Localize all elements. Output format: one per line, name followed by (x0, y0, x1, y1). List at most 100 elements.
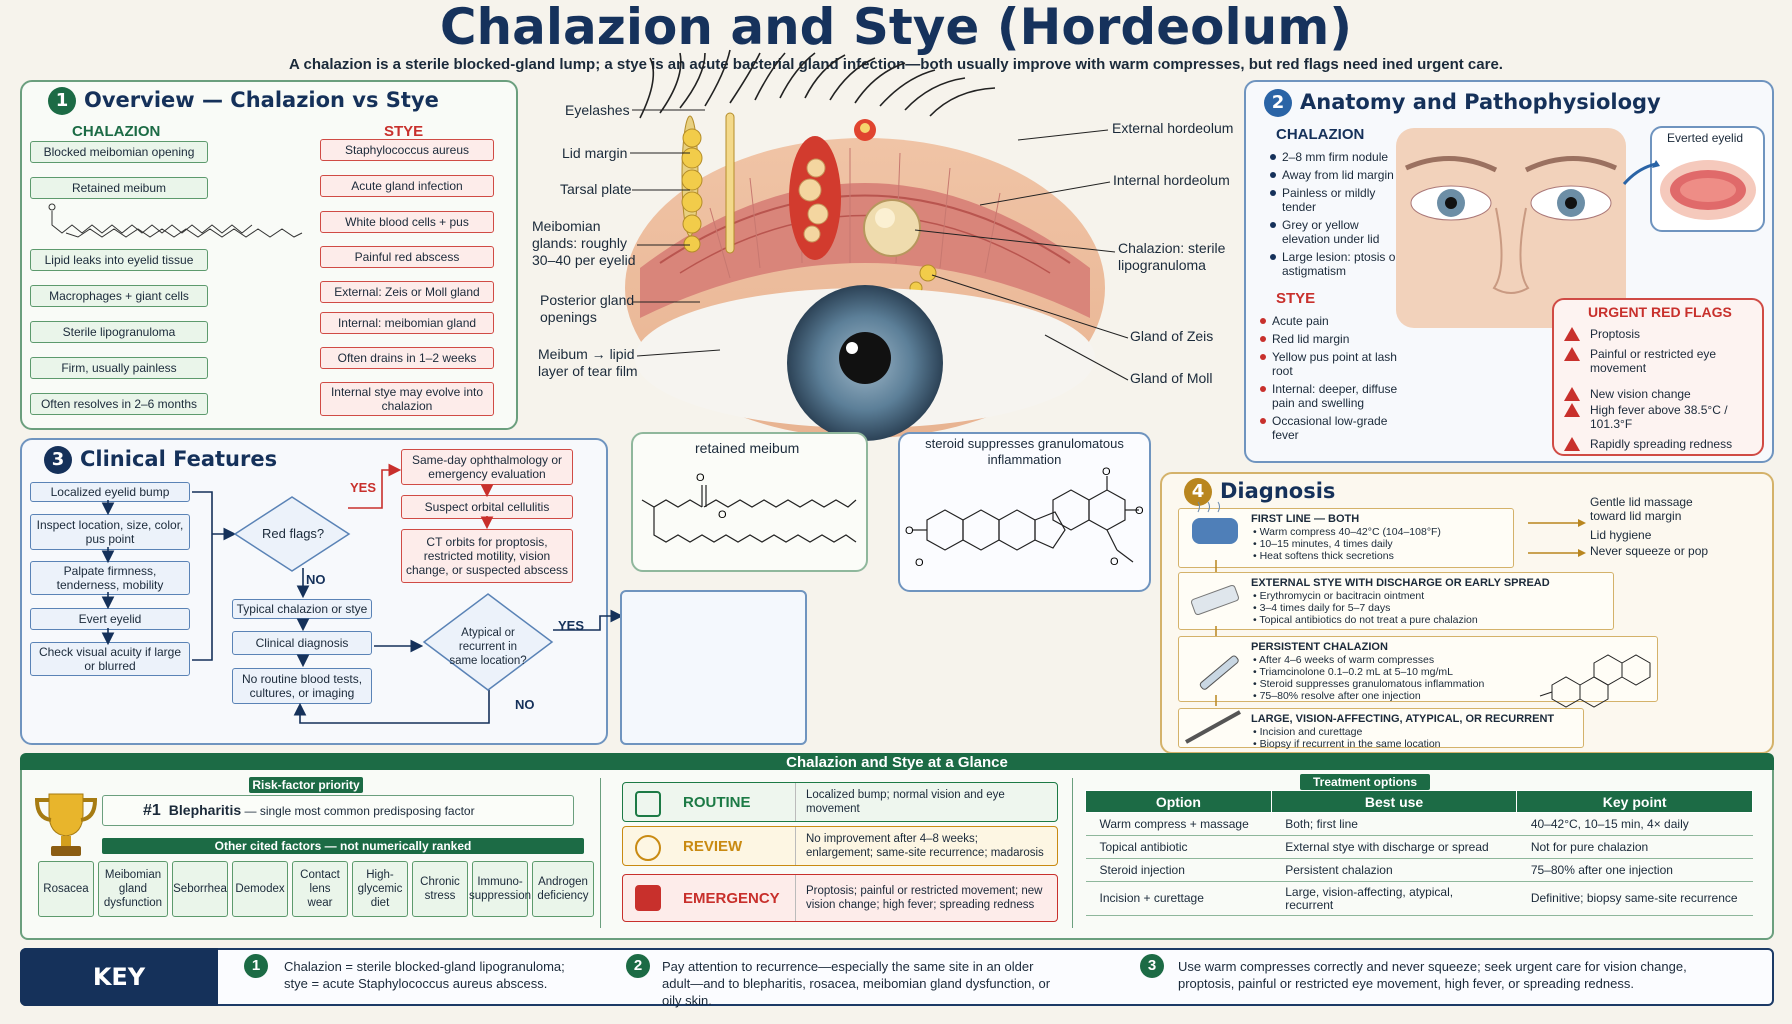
illustration-left-label: Meibum → lipid layer of tear film (538, 346, 638, 379)
chalazion-step: Macrophages + giant cells (30, 285, 208, 307)
treatment-step-title: FIRST LINE — BOTH (1251, 513, 1360, 525)
typical-step: No routine blood tests, cultures, or ima… (232, 668, 372, 704)
illustration-left-label: Meibomian glands: roughly 30–40 per eyel… (532, 218, 636, 268)
anatomy-stye-item: Red lid margin (1258, 332, 1408, 346)
takeaway-text: Chalazion = sterile blocked-gland lipogr… (284, 959, 565, 991)
overview-stye-head: STYE (384, 123, 424, 140)
illustration-right-label: Internal hordeolum (1113, 172, 1230, 188)
illustration-left-label: Tarsal plate (560, 181, 632, 197)
treatment-step-item: After 4–6 weeks of warm compresses (1253, 654, 1484, 666)
svg-text:O: O (915, 557, 924, 569)
urgent-step: CT orbits for proptosis, restricted moti… (401, 529, 573, 583)
stye-step: Internal stye may evolve into chalazion (320, 382, 494, 416)
anatomy-chalazion-item: Large lesion: ptosis or astigmatism (1268, 250, 1403, 278)
treatment-table-cell: Steroid injection (1085, 858, 1272, 882)
face-eyes-illustration (1396, 128, 1626, 328)
treatment-table-cell: 75–80% after one injection (1516, 858, 1753, 882)
treatment-step-item: Erythromycin or bacitracin ointment (1253, 590, 1478, 602)
review-clock-icon (635, 835, 661, 861)
treatment-step-list: Incision and curettageBiopsy if recurren… (1253, 726, 1441, 750)
treatment-step-item: Warm compress 40–42°C (104–108°F) (1253, 526, 1441, 538)
risk-factor-chip: Immuno-suppression (469, 861, 531, 917)
chalazion-step: Often resolves in 2–6 months (30, 393, 208, 415)
risk-factor-chip: Meibomian gland dysfunction (98, 861, 168, 917)
glance-banner (20, 753, 1774, 773)
treatment-step-item: Triamcinolone 0.1–0.2 mL at 5–10 mg/mL (1253, 666, 1484, 678)
treatment-step: EXTERNAL STYE WITH DISCHARGE OR EARLY SP… (1178, 572, 1614, 630)
atypical-decision-diamond (422, 593, 554, 691)
takeaway-number: 2 (626, 954, 650, 978)
diagnosis-side-note: Never squeeze or pop (1590, 544, 1709, 558)
treatment-table-cell: 40–42°C, 10–15 min, 4× daily (1516, 812, 1753, 836)
everted-eyelid-arrow (1622, 160, 1660, 185)
risk-factor-chip: Seborrhea (172, 861, 228, 917)
treatment-step-list: Warm compress 40–42°C (104–108°F)10–15 m… (1253, 526, 1441, 562)
treatment-table-cell: Not for pure chalazion (1516, 835, 1753, 859)
treatment-step: LARGE, VISION-AFFECTING, ATYPICAL, OR RE… (1178, 708, 1584, 750)
treatment-step-title: PERSISTENT CHALAZION (1251, 641, 1388, 653)
top-factor-desc: — single most common predisposing factor (241, 804, 475, 818)
overview-molecule-chain (48, 203, 303, 238)
treatment-step-item: Heat softens thick secretions (1253, 550, 1441, 562)
red-flag-text: Proptosis (1590, 327, 1641, 341)
warning-icon (1564, 327, 1580, 341)
warning-icon (1564, 403, 1580, 417)
emergency-ambulance-icon (635, 885, 661, 911)
overview-chalazion-head: CHALAZION (72, 123, 161, 140)
svg-text:O: O (718, 509, 727, 521)
anatomy-stye-item: Occasional low-grade fever (1258, 414, 1408, 442)
atypical-no: NO (515, 697, 535, 712)
red-flag-item: Painful or restricted eye movement (1564, 347, 1760, 375)
triage-text: Proptosis; painful or restricted movemen… (795, 875, 1045, 921)
stye-step: Painful red abscess (320, 246, 494, 268)
anatomy-chalazion-item: 2–8 mm firm nodule (1268, 150, 1403, 164)
warning-icon (1564, 347, 1580, 361)
treatment-step-item: 3–4 times daily for 5–7 days (1253, 602, 1478, 614)
atypical-yes: YES (558, 618, 585, 633)
treatment-table-cell: Persistent chalazion (1271, 858, 1517, 882)
red-flags-yes: YES (350, 480, 377, 495)
anatomy-chalazion-item: Away from lid margin (1268, 168, 1403, 182)
illustration-right-label: External hordeolum (1112, 120, 1234, 136)
takeaways-label: KEY TAKEAWAYS (20, 948, 218, 1024)
everted-eyelid-label: Everted eyelid (1667, 131, 1744, 145)
atypical-pathway-box (620, 590, 807, 745)
red-flags-no: NO (306, 572, 326, 587)
svg-text:O: O (696, 472, 705, 484)
page-title: Chalazion and Stye (Hordeolum) (439, 0, 1353, 56)
red-flag-text: Rapidly spreading redness (1590, 437, 1733, 451)
red-flags-head: URGENT RED FLAGS (1588, 304, 1732, 320)
anatomy-stye-item: Acute pain (1258, 314, 1408, 328)
diagnosis-number: 4 (1184, 478, 1212, 506)
red-flag-text: Painful or restricted eye movement (1590, 347, 1717, 375)
risk-factor-chip: High-glycemic diet (352, 861, 408, 917)
treatment-step-item: Steroid suppresses granulomatous inflamm… (1253, 678, 1485, 690)
clinical-step: Palpate firmness, tenderness, mobility (30, 561, 190, 595)
anatomy-chalazion-head: CHALAZION (1276, 126, 1365, 143)
red-flag-text: High fever above 38.5°C / 101.3°F (1590, 403, 1728, 431)
stye-step: White blood cells + pus (320, 211, 494, 233)
triage-text: No improvement after 4–8 weeks; enlargem… (795, 827, 1045, 865)
treatment-table-header-cell: Best use (1270, 790, 1518, 813)
meibum-molecule-structure: O O (641, 472, 857, 543)
warning-icon (1564, 437, 1580, 451)
treatment-step-item: 75–80% resolve after one injection (1253, 690, 1484, 702)
illustration-left-label: Eyelashes (565, 102, 630, 118)
treatment-table-cell: External stye with discharge or spread (1271, 835, 1517, 859)
typical-step: Typical chalazion or stye (232, 599, 372, 619)
triage-level: ROUTINE (683, 793, 751, 811)
urgent-step: Suspect orbital cellulitis (401, 495, 573, 519)
